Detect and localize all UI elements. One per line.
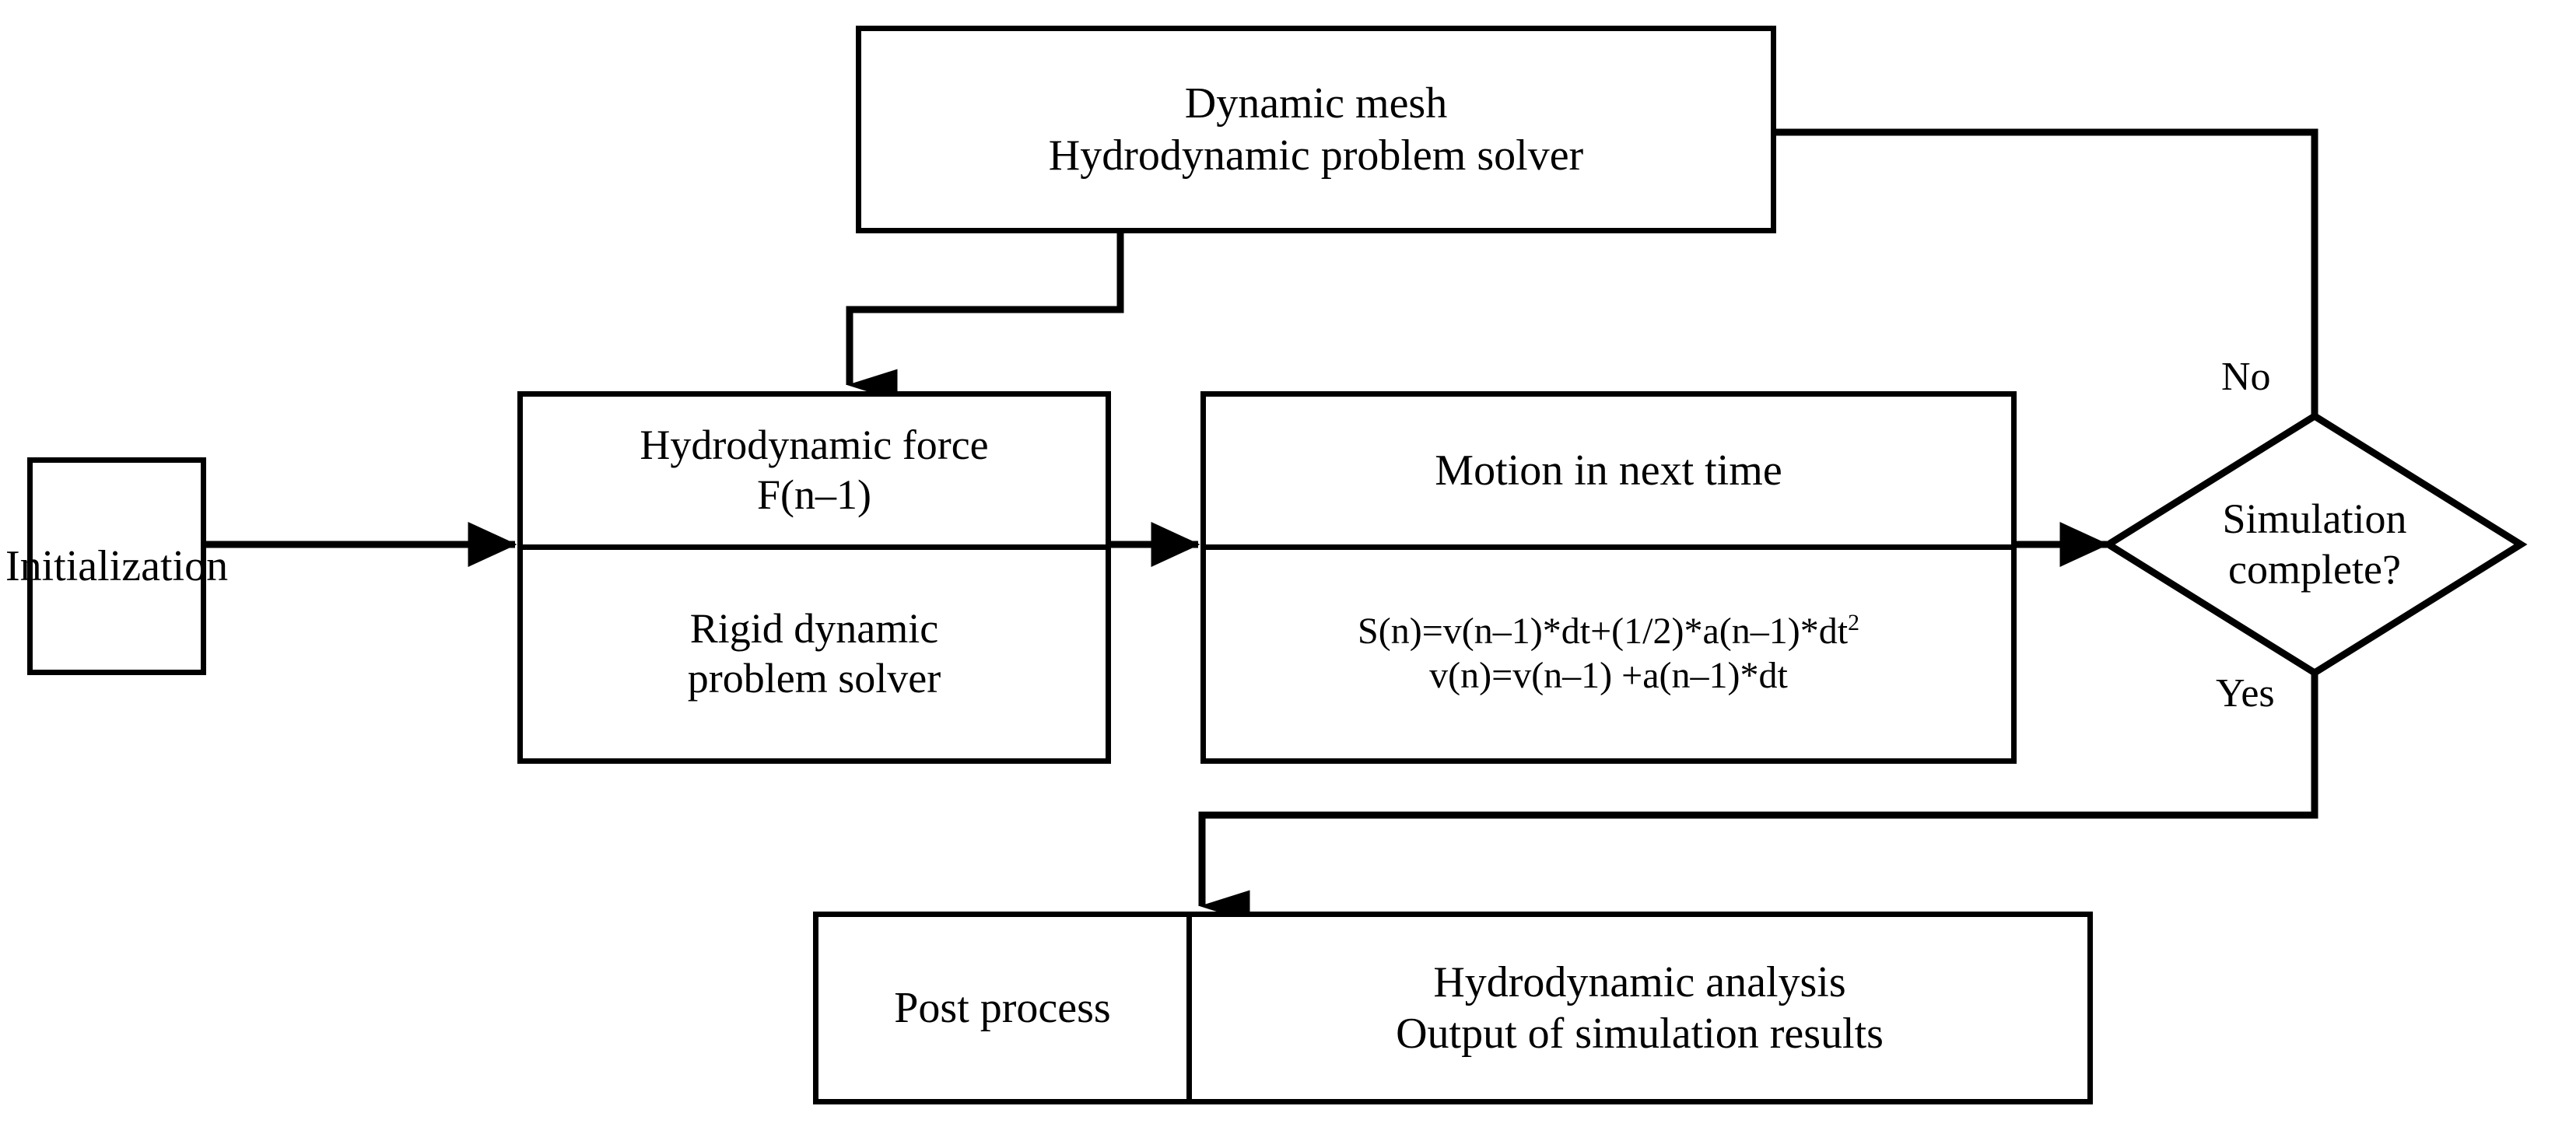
decision-line-1: Simulation bbox=[2222, 495, 2407, 543]
dynamic-mesh-body: Dynamic mesh Hydrodynamic problem solver bbox=[861, 31, 1771, 228]
dynamic-mesh-line-1: Dynamic mesh bbox=[1184, 79, 1448, 128]
motion-next-time-title-cell: Motion in next time bbox=[1206, 397, 2011, 544]
motion-formula-1-text: S(n)=v(n–1)*dt+(1/2)*a(n–1)*dt bbox=[1358, 611, 1849, 653]
motion-formula-2: v(n)=v(n–1) +a(n–1)*dt bbox=[1429, 655, 1788, 696]
post-process-label: Post process bbox=[894, 983, 1111, 1032]
edge-label-no: No bbox=[2221, 354, 2271, 400]
edge-label-no-text: No bbox=[2221, 355, 2271, 399]
node-hydrodynamic-force[interactable]: Hydrodynamic force F(n–1) Rigid dynamic … bbox=[517, 391, 1111, 764]
edge-mesh-to-force bbox=[846, 233, 1124, 401]
rigid-dynamic-solver-bottom: Rigid dynamic problem solver bbox=[523, 544, 1106, 758]
hydrodynamic-force-line-1: Hydrodynamic force bbox=[640, 422, 989, 469]
post-process-right-cell: Hydrodynamic analysis Output of simulati… bbox=[1186, 917, 2087, 1099]
initialization-body: Initialization bbox=[5, 463, 228, 670]
node-dynamic-mesh[interactable]: Dynamic mesh Hydrodynamic problem solver bbox=[856, 26, 1776, 233]
node-post-process[interactable]: Post process Hydrodynamic analysis Outpu… bbox=[813, 912, 2093, 1104]
hydrodynamic-force-line-2: F(n–1) bbox=[757, 471, 871, 518]
motion-formula-1-exponent: 2 bbox=[1848, 610, 1859, 636]
decision-line-2: complete? bbox=[2228, 546, 2401, 593]
hydrodynamic-force-top: Hydrodynamic force F(n–1) bbox=[523, 397, 1106, 544]
motion-formula-cell: S(n)=v(n–1)*dt+(1/2)*a(n–1)*dt2 v(n)=v(n… bbox=[1206, 544, 2011, 758]
node-initialization[interactable]: Initialization bbox=[5, 457, 228, 675]
initialization-label: Initialization bbox=[5, 541, 229, 590]
edge-label-yes-text: Yes bbox=[2216, 671, 2275, 716]
rigid-dynamic-line-2: problem solver bbox=[687, 655, 941, 702]
edge-label-yes: Yes bbox=[2216, 670, 2275, 716]
node-motion-next-time[interactable]: Motion in next time S(n)=v(n–1)*dt+(1/2)… bbox=[1200, 391, 2017, 764]
post-process-right-line-1: Hydrodynamic analysis bbox=[1433, 957, 1846, 1006]
motion-next-time-title: Motion in next time bbox=[1435, 446, 1782, 495]
post-process-left-cell: Post process bbox=[818, 917, 1186, 1099]
dynamic-mesh-line-2: Hydrodynamic problem solver bbox=[1048, 131, 1584, 180]
rigid-dynamic-line-1: Rigid dynamic bbox=[689, 605, 939, 653]
decision-label[interactable]: Simulation complete? bbox=[2108, 467, 2521, 622]
post-process-right-line-2: Output of simulation results bbox=[1396, 1010, 1884, 1058]
motion-formula-1: S(n)=v(n–1)*dt+(1/2)*a(n–1)*dt2 bbox=[1358, 610, 1859, 654]
